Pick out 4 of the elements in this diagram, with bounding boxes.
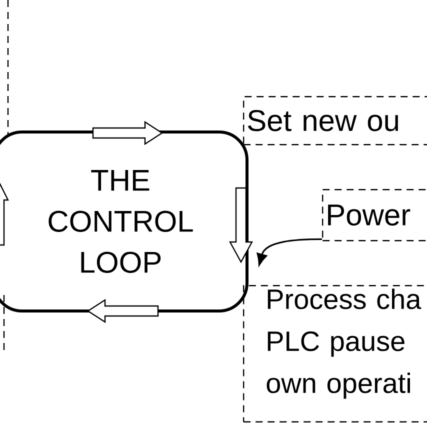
step-box: Process cha PLC pause own operati [243, 285, 427, 422]
step-box: Power [322, 189, 427, 242]
step-box: Set new ou [243, 96, 427, 146]
arrow [256, 238, 322, 266]
